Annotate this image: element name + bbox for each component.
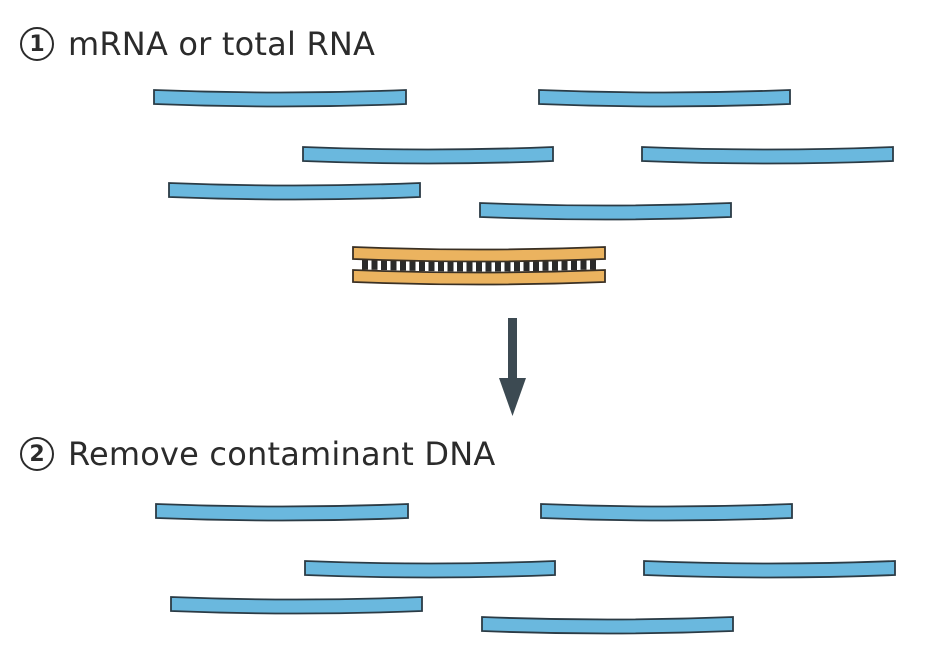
step-2-text: Remove contaminant DNA — [68, 435, 496, 473]
step-2-number: 2 — [20, 437, 54, 471]
step-1-label: 1 mRNA or total RNA — [20, 22, 375, 66]
dna-duplex — [352, 246, 606, 286]
dna-base-pairs — [362, 259, 596, 272]
rna-strand-step1-1 — [153, 89, 407, 108]
rna-strand-step2-3 — [304, 560, 556, 579]
process-arrow — [499, 318, 526, 416]
step-2-molecules — [155, 503, 896, 635]
rna-strand-step1-5 — [168, 182, 421, 201]
rna-strand-step2-6 — [481, 616, 734, 635]
rna-strand-step1-3 — [302, 146, 554, 165]
rna-strand-step1-2 — [538, 89, 791, 108]
rna-strand-step1-6 — [479, 202, 732, 221]
dna-strand-top — [352, 246, 606, 263]
step-1-text: mRNA or total RNA — [68, 25, 376, 63]
step-2-label: 2 Remove contaminant DNA — [20, 432, 495, 476]
rna-strand-step2-5 — [170, 596, 423, 615]
rna-strand-step1-4 — [641, 146, 894, 165]
dna-strand-bottom — [352, 269, 606, 286]
arrow-shaft — [508, 318, 517, 382]
arrow-head — [499, 378, 526, 416]
rna-strand-step2-4 — [643, 560, 896, 579]
step-1-number: 1 — [20, 27, 54, 61]
rna-strand-step2-1 — [155, 503, 409, 522]
step-1-molecules — [153, 89, 894, 286]
rna-strand-step2-2 — [540, 503, 793, 522]
